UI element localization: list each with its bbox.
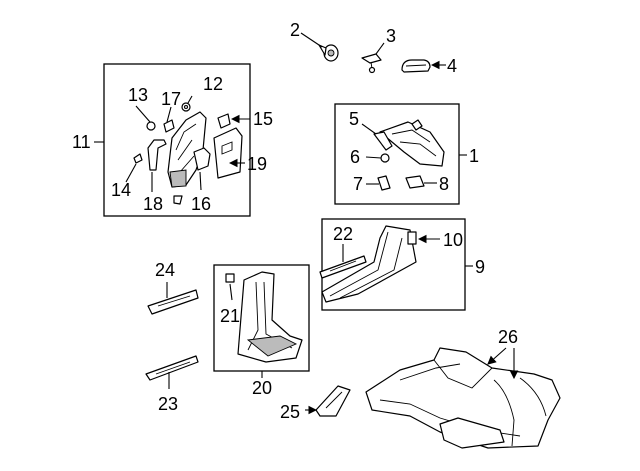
part-4-handle — [401, 59, 431, 73]
part-23-step-plate — [145, 355, 199, 381]
leader-13 — [135, 105, 151, 123]
part-24-step-plate — [147, 289, 199, 315]
callout-4: 4 — [447, 56, 457, 76]
callout-6: 6 — [350, 147, 360, 167]
callout-11: 11 — [72, 132, 91, 152]
callout-18: 18 — [143, 194, 163, 214]
callout-10: 10 — [443, 230, 463, 250]
part-20-pillar-trim — [237, 271, 303, 363]
leader-2 — [300, 32, 323, 48]
group-box-11 — [103, 63, 251, 217]
callout-26: 26 — [498, 327, 518, 347]
callout-13: 13 — [128, 85, 148, 105]
part-26-floor-carpet — [365, 347, 561, 449]
callout-25: 25 — [280, 402, 300, 422]
callout-19: 19 — [247, 154, 267, 174]
part-3-clip — [361, 53, 382, 74]
callout-20: 20 — [252, 378, 272, 398]
callout-14: 14 — [111, 180, 131, 200]
part-25-bracket — [315, 385, 351, 417]
part-22-scuff-strip — [319, 255, 367, 279]
callout-8: 8 — [439, 174, 449, 194]
leader-17 — [166, 106, 172, 123]
part-11-pillar-trim-assembly — [133, 102, 243, 205]
leader-14 — [125, 163, 137, 183]
leader-26a — [487, 347, 507, 365]
group-box-1 — [334, 103, 460, 205]
callout-2: 2 — [290, 20, 300, 40]
callout-7: 7 — [353, 174, 363, 194]
callout-16: 16 — [191, 194, 211, 214]
callout-24: 24 — [155, 260, 175, 280]
part-1-pillar-trim-assembly — [373, 119, 445, 191]
callout-5: 5 — [349, 109, 359, 129]
callout-21: 21 — [220, 306, 240, 326]
group-box-9 — [321, 218, 466, 311]
part-21-clip — [225, 273, 235, 283]
leader-6 — [365, 156, 382, 159]
callout-17: 17 — [161, 89, 181, 109]
leader-5 — [361, 123, 377, 135]
part-2-push-pin — [318, 44, 339, 62]
leader-3 — [375, 42, 385, 55]
leader-21 — [229, 283, 233, 301]
callout-12: 12 — [203, 74, 223, 94]
callout-1: 1 — [469, 146, 479, 166]
callout-23: 23 — [158, 394, 178, 414]
callout-22: 22 — [333, 224, 353, 244]
leader-16 — [199, 171, 202, 191]
callout-15: 15 — [253, 109, 273, 129]
callout-9: 9 — [475, 257, 485, 277]
callout-3: 3 — [386, 26, 396, 46]
part-9-sill-plate — [321, 225, 417, 303]
leader-12 — [187, 95, 193, 104]
